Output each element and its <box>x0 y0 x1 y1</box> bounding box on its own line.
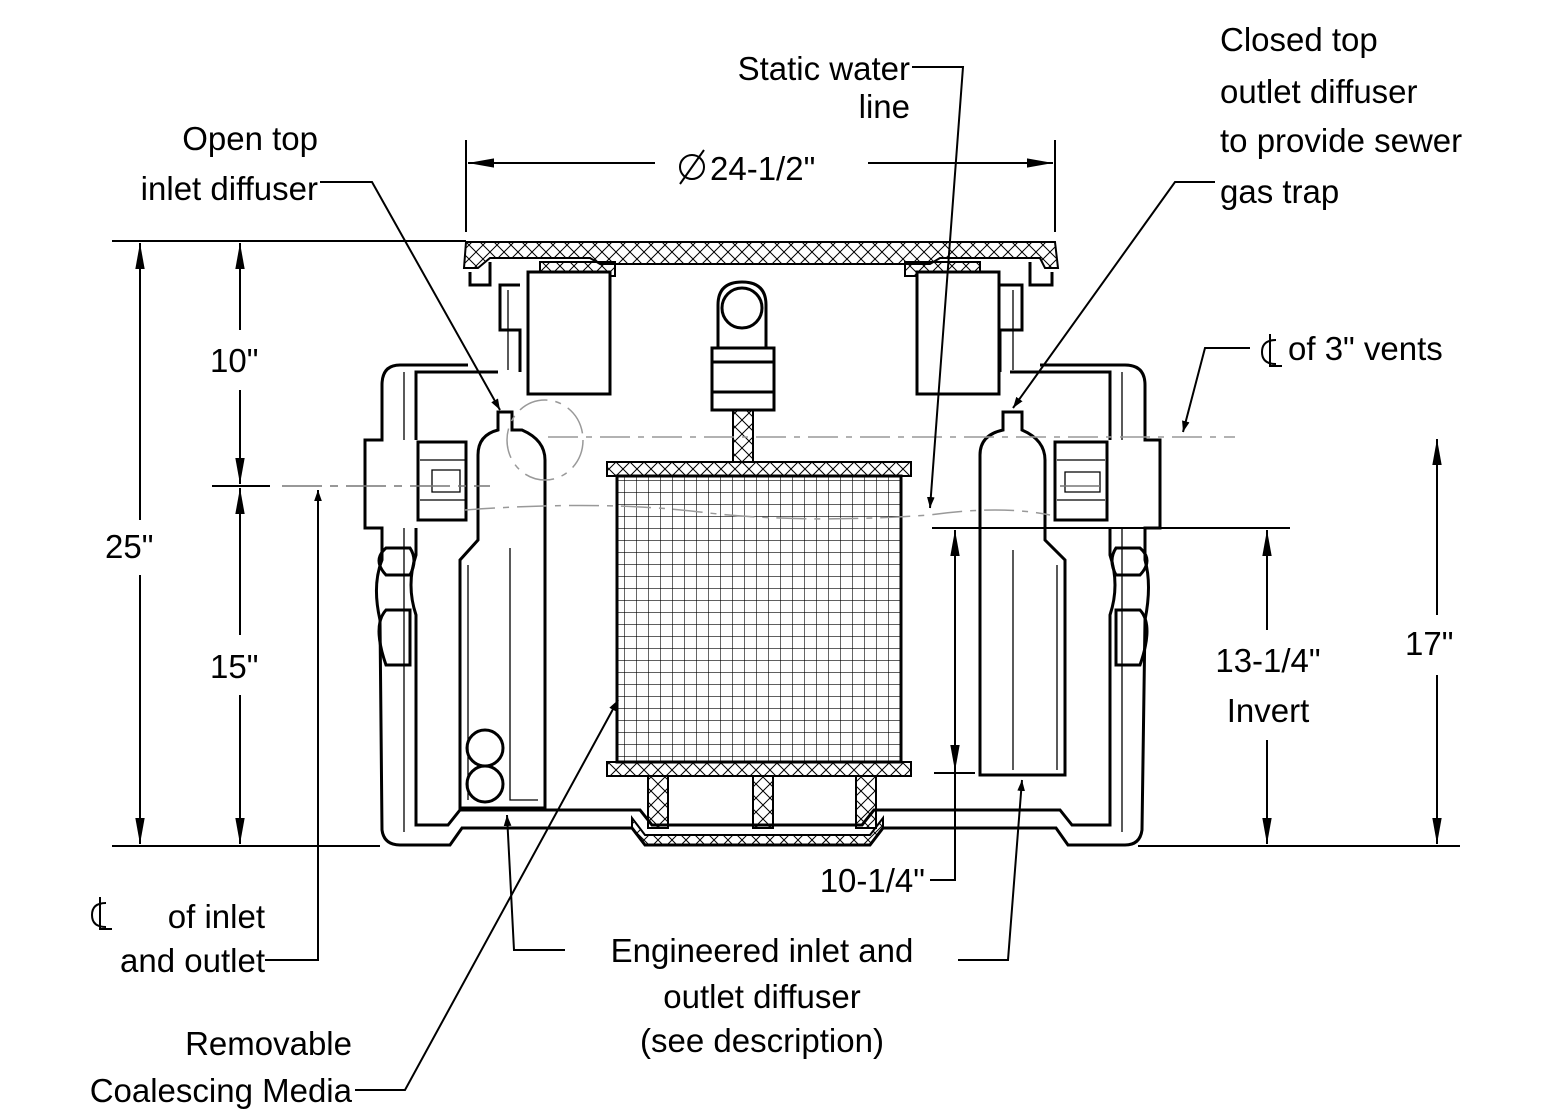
inlet-diffuser <box>416 399 584 810</box>
label-static-water-line: Static water line <box>738 50 910 125</box>
coalescing-media <box>606 461 912 829</box>
svg-text:Open top: Open top <box>182 120 318 157</box>
svg-text:outlet diffuser: outlet diffuser <box>663 978 861 1015</box>
label-removable-media: Removable Coalescing Media <box>90 1025 353 1109</box>
outlet-diffuser <box>978 410 1109 777</box>
label-closed-top-outlet: Closed top outlet diffuser to provide se… <box>1220 21 1462 210</box>
tank-cover <box>462 241 1060 396</box>
label-centerline-inlet-outlet: of inlet and outlet <box>120 898 265 979</box>
label-open-top-inlet: Open top inlet diffuser <box>141 120 318 207</box>
dim-media-height: 10-1/4" <box>820 862 925 899</box>
svg-text:outlet diffuser: outlet diffuser <box>1220 73 1418 110</box>
svg-text:Removable: Removable <box>185 1025 352 1062</box>
svg-text:Coalescing Media: Coalescing Media <box>90 1072 353 1109</box>
svg-text:Closed top: Closed top <box>1220 21 1378 58</box>
dim-invert: 13-1/4" Invert <box>1215 642 1320 729</box>
svg-text:of inlet: of inlet <box>168 898 265 935</box>
label-vents-centerline: of 3" vents <box>1288 330 1443 367</box>
dim-top-section: 10" <box>210 342 258 379</box>
svg-text:inlet diffuser: inlet diffuser <box>141 170 318 207</box>
svg-text:to provide sewer: to provide sewer <box>1220 122 1462 159</box>
svg-text:(see description): (see description) <box>640 1022 884 1059</box>
tank-body <box>363 363 1162 847</box>
leader-lines <box>265 66 1250 1091</box>
svg-text:and outlet: and outlet <box>120 942 265 979</box>
dim-outlet-centerline: 17" <box>1405 625 1453 662</box>
svg-text:Static water: Static water <box>738 50 910 87</box>
svg-text:13-1/4": 13-1/4" <box>1215 642 1320 679</box>
dimension-lines <box>112 140 1460 881</box>
label-engineered-diffuser: Engineered inlet and outlet diffuser (se… <box>611 932 914 1059</box>
svg-text:gas trap: gas trap <box>1220 173 1339 210</box>
reference-lines <box>282 436 1235 520</box>
centerline-symbol-icon <box>90 334 1282 930</box>
media-handle <box>710 280 776 463</box>
diameter-symbol-icon <box>679 149 705 185</box>
svg-text:line: line <box>859 88 910 125</box>
label-diameter: 24-1/2" <box>710 150 815 187</box>
dim-overall-height: 25" <box>105 528 153 565</box>
svg-text:Invert: Invert <box>1227 692 1310 729</box>
dim-bottom-section: 15" <box>210 648 258 685</box>
svg-text:Engineered inlet and: Engineered inlet and <box>611 932 914 969</box>
